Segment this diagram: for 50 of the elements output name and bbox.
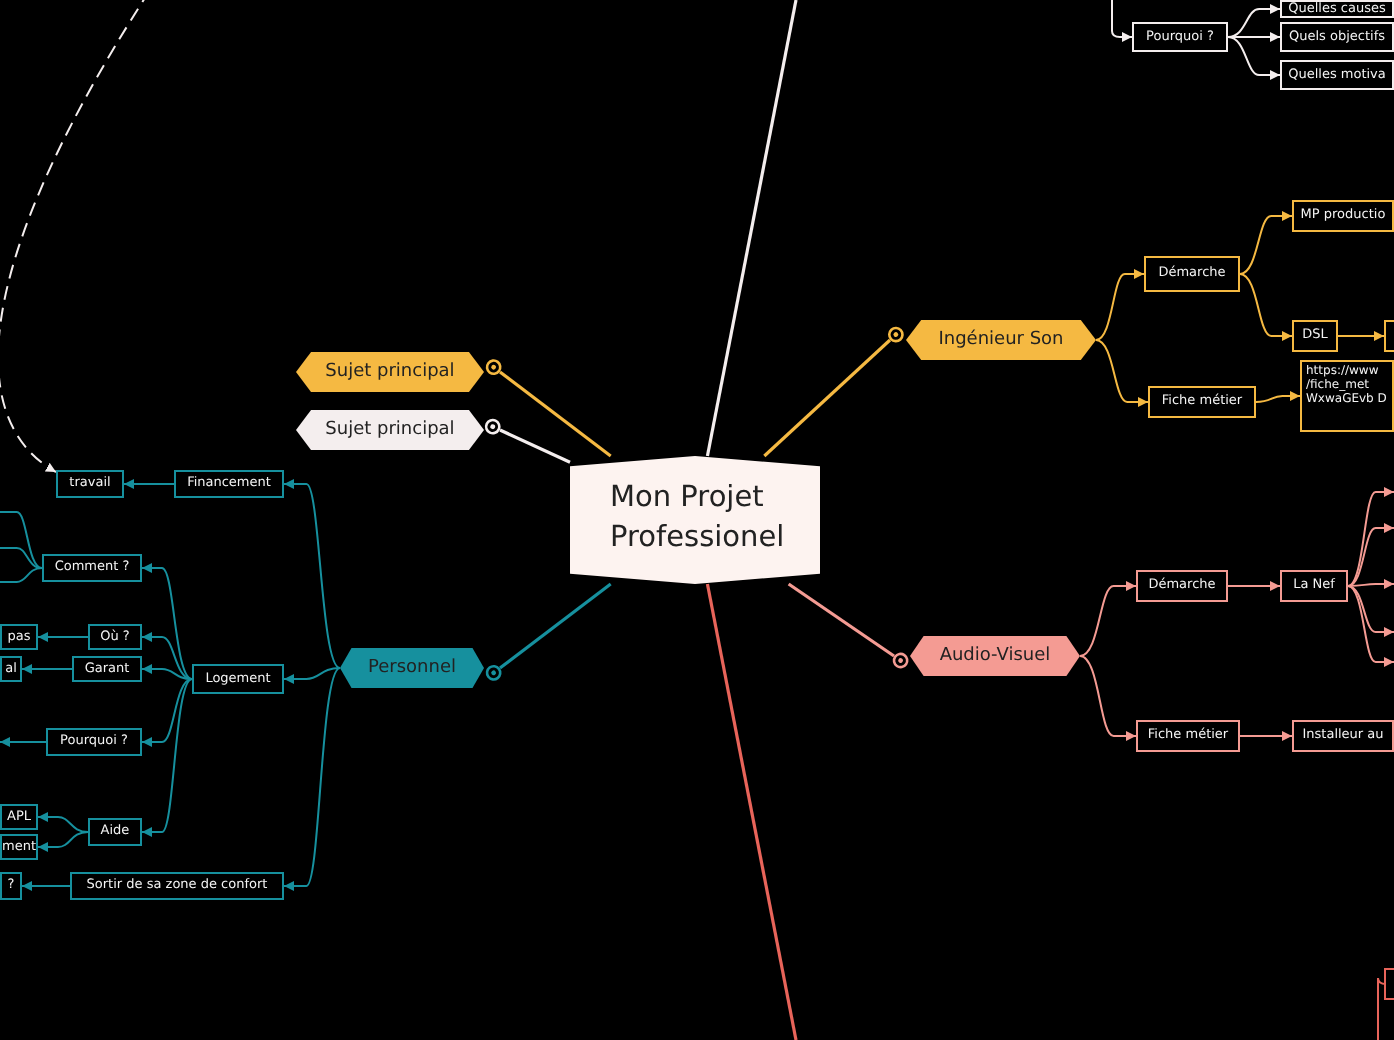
- main-topic: Sujet principal: [296, 410, 484, 450]
- main-topic: Sujet principal: [296, 352, 484, 392]
- connector-line: [705, 0, 798, 457]
- connector-line: [484, 418, 571, 464]
- connector-line: [0, 547, 43, 569]
- arrow: [37, 632, 89, 642]
- arrow: [1337, 331, 1385, 341]
- arrow: [141, 632, 193, 680]
- connector-line: [787, 582, 909, 669]
- arrow: [1227, 32, 1281, 42]
- arrow: [1239, 211, 1293, 275]
- main-topic: Personnel: [340, 648, 484, 688]
- arrow: [1095, 269, 1145, 341]
- arrow: [1111, 0, 1133, 42]
- connector-line: [705, 583, 798, 1040]
- connector-line: [485, 359, 612, 458]
- arrow: [283, 667, 341, 891]
- arrow: [1079, 581, 1137, 657]
- arrow: [141, 678, 193, 837]
- arrow: [141, 664, 193, 680]
- arrow: [1347, 579, 1394, 589]
- arrow: [21, 664, 73, 674]
- arrow: [1347, 585, 1394, 667]
- arrow: [1347, 585, 1394, 637]
- main-topic: Ingénieur Son: [906, 320, 1096, 360]
- arrow: [1239, 273, 1293, 341]
- arrow: [37, 812, 89, 833]
- connector-line: [0, 567, 43, 583]
- main-topic: Audio-Visuel: [910, 636, 1080, 676]
- connector-line: [0, 511, 43, 569]
- arrow: [21, 881, 71, 891]
- arrow: [1227, 4, 1281, 38]
- arrow: [1347, 523, 1394, 587]
- arrow: [0, 737, 47, 747]
- connector-line: [763, 326, 904, 458]
- arrow: [141, 563, 193, 680]
- arrow: [141, 678, 193, 747]
- arrow: [37, 831, 89, 852]
- arrow: [1079, 655, 1137, 741]
- arrow: [283, 479, 341, 669]
- connector-line: [485, 582, 612, 681]
- central-topic: Mon Projet Professionel: [570, 456, 820, 584]
- arrow: [1239, 731, 1293, 741]
- arrow: [123, 479, 175, 489]
- arrow: [283, 667, 341, 684]
- arrow: [1255, 391, 1301, 403]
- arrow: [1227, 36, 1281, 80]
- arrow: [1095, 339, 1149, 407]
- arrow: [1227, 581, 1281, 591]
- arrow: [1347, 487, 1394, 587]
